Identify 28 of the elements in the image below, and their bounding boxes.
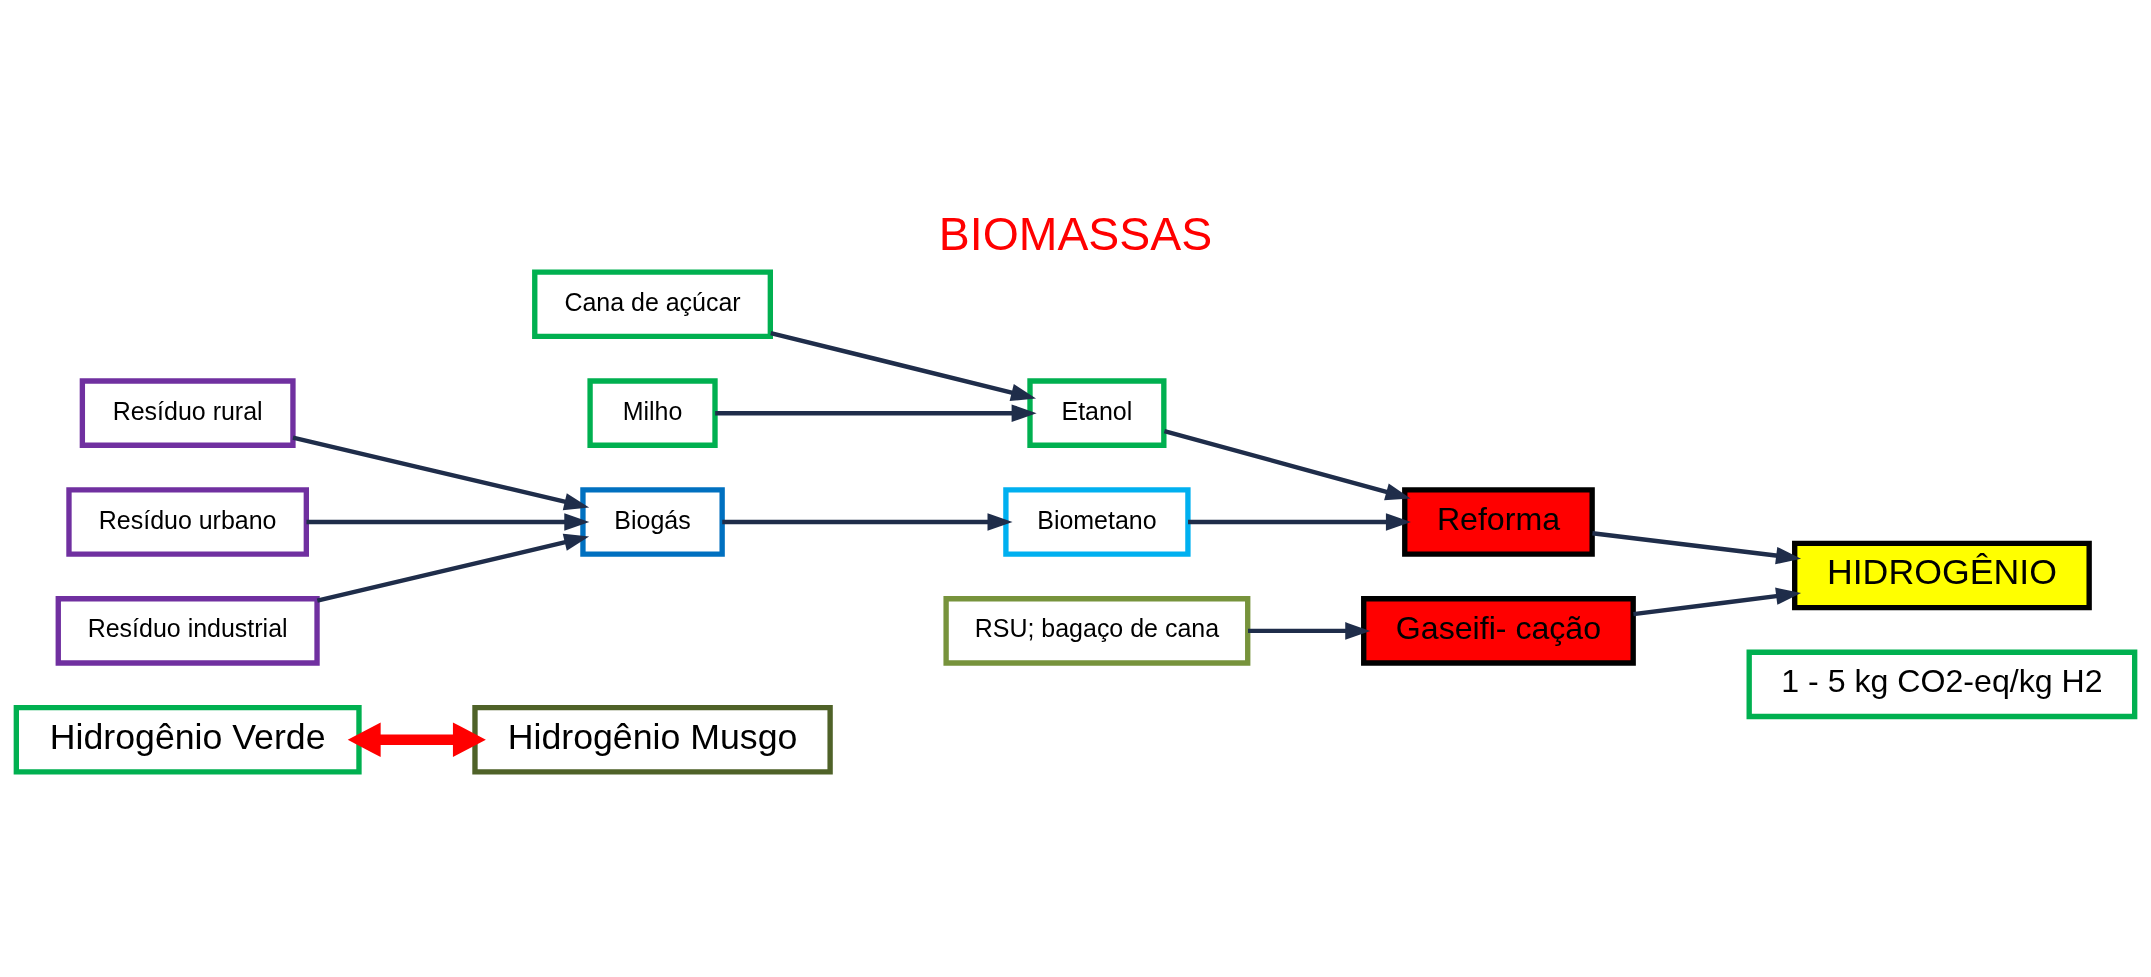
arrow [1188,512,1411,531]
node-box: Gaseifi- cação [1361,595,1636,666]
node-box: Milho [587,377,718,448]
diagram-title: BIOMASSAS [938,207,1213,260]
node-box: Reforma [1402,486,1595,557]
arrow [1248,621,1371,640]
node-box: Biometano [1003,486,1191,557]
node-box: Hidrogênio Verde [13,704,362,775]
arrow [347,721,486,757]
node-box: Etanol [1027,377,1167,448]
arrow [770,330,1036,401]
node-box: Resíduo rural [79,377,296,448]
node-box: Resíduo urbano [66,486,309,557]
node-box: Cana de açúcar [532,269,773,339]
node-box: 1 - 5 kg CO2-eq/kg H2 [1746,649,2138,719]
arrow [316,533,590,603]
node-box: RSU; bagaço de cana [943,595,1251,666]
node-box: HIDROGÊNIO [1792,540,2092,610]
node-box: Biogás [580,486,725,557]
arrow [306,512,590,531]
arrow [722,512,1013,531]
arrow [1633,586,1802,616]
arrow [1592,530,1802,564]
arrow [292,434,590,510]
node-box: Hidrogênio Musgo [472,704,833,775]
arrow [715,403,1037,422]
arrow [1163,428,1411,500]
node-box: Resíduo industrial [55,595,320,666]
